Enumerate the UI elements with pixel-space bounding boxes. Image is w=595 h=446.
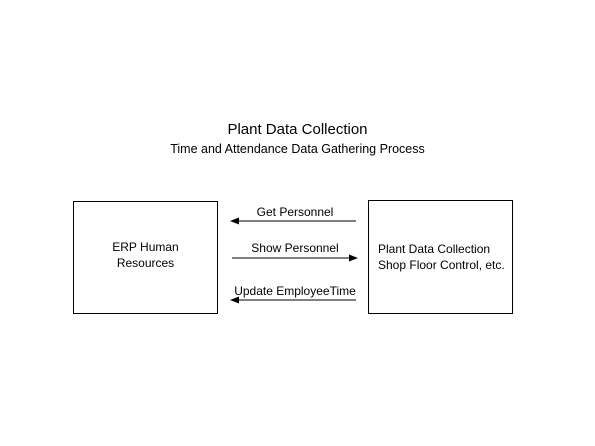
erp-box-label-line1: ERP Human — [112, 240, 179, 254]
erp-box-label: ERP Human Resources — [74, 239, 217, 271]
plant-box-label: Plant Data Collection Shop Floor Control… — [378, 241, 505, 273]
show-personnel-arrow — [232, 254, 358, 262]
diagram-subtitle: Time and Attendance Data Gathering Proce… — [170, 142, 425, 156]
plant-box-label-line1: Plant Data Collection — [378, 242, 491, 256]
left-arrowhead-icon — [230, 296, 239, 304]
plant-data-collection-box: Plant Data Collection Shop Floor Control… — [368, 200, 513, 314]
get-personnel-arrow — [230, 217, 356, 225]
get-personnel-label: Get Personnel — [256, 205, 334, 219]
right-arrowhead-icon — [349, 254, 358, 262]
erp-box-label-line2: Resources — [116, 256, 175, 270]
diagram-title: Plant Data Collection — [227, 121, 368, 138]
update-employee-time-arrow — [230, 296, 356, 304]
show-personnel-label: Show Personnel — [251, 241, 339, 255]
left-arrowhead-icon — [230, 217, 239, 225]
update-employee-time-label: Update EmployeeTime — [234, 284, 356, 298]
plant-box-label-line2: Shop Floor Control, etc. — [378, 258, 505, 272]
erp-human-resources-box: ERP Human Resources — [73, 201, 218, 314]
